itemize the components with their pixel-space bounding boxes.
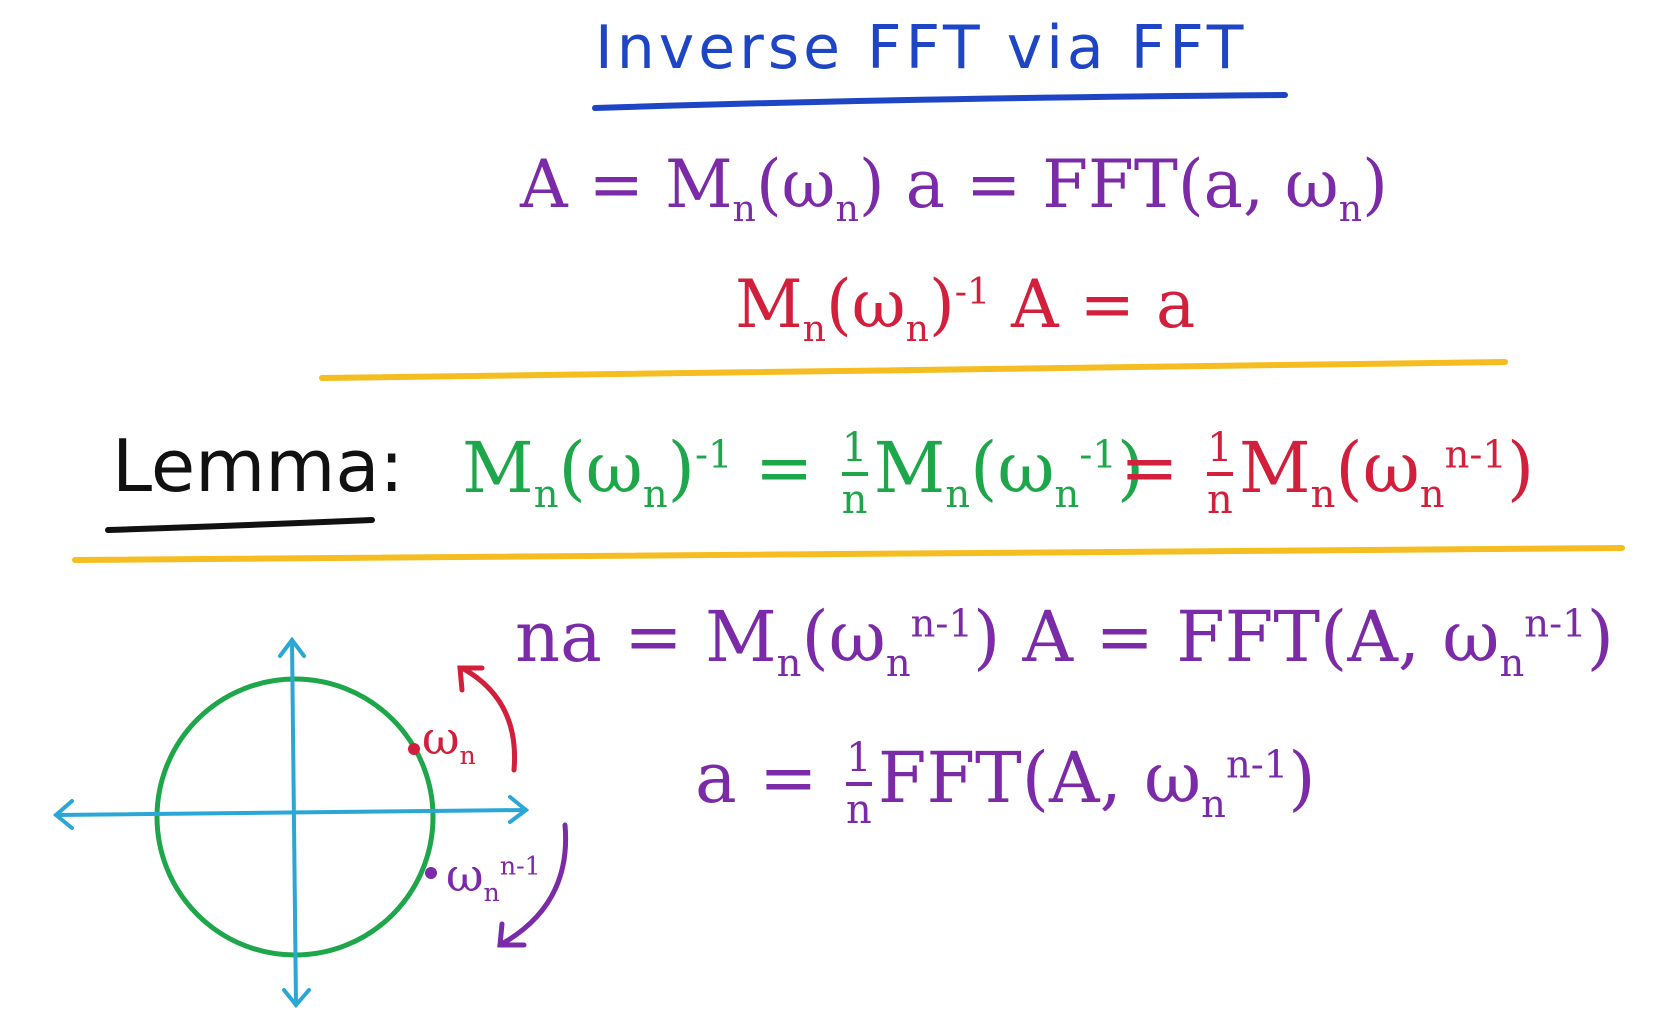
lemma-g-arg: (ω [558,427,643,509]
eq4-tail-sup: n-1 [1225,742,1289,788]
equation-na: na = Mn(ωnn-1) A = FFT(A, ωnn-1) [515,602,1614,684]
label-omega-n-power-symbol: ω [446,848,484,902]
eq4-tail-sub: n [1201,782,1226,827]
eq3-matrix-sub: n [776,641,802,686]
lemma-g-arg2-sup: -1 [1079,432,1117,478]
lemma-r-arg-sup: n-1 [1444,432,1507,478]
lemma-g-eq: = [732,427,836,509]
divider-bottom [72,545,1625,563]
eq3-tail-sup: n-1 [1524,601,1587,647]
eq1-tail-sub: n [1338,187,1363,231]
eq3-arg-sup: n-1 [910,601,973,647]
eq1-close: ) [1362,146,1388,223]
lemma-g-frac-den: n [841,477,868,523]
eq4-rest: FFT(A, ω [877,737,1202,819]
x-axis-arrow-right [508,795,530,824]
eq2-exp: -1 [954,270,991,313]
lemma-g-matrix: M [462,427,534,509]
eq2-arg: (ω [825,266,906,343]
lemma-g-arg-close: ) [667,427,695,509]
y-axis-arrow-bottom [282,988,311,1009]
y-axis [290,638,298,1007]
eq2-arg-sub: n [905,307,929,351]
eq2-arg-close: ) [928,266,955,343]
label-omega-n-power: ωnn-1 [446,852,541,905]
eq1-matrix-sub: n [732,187,756,231]
lemma-r-frac-bar [1206,472,1233,476]
label-omega-n-power-sub: n [483,878,500,908]
lemma-g-arg2: (ω [970,427,1055,509]
y-axis-arrow-top [278,636,306,658]
lemma-r-eq: = [1120,427,1201,509]
equation-fft-forward: A = Mn(ωn) a = FFT(a, ωn) [520,152,1388,227]
label-omega-n-power-sup: n-1 [499,851,541,881]
eq3-mid: ) A = FFT(A, ω [972,596,1500,678]
eq1-matrix-arg: (ω [755,146,836,223]
eq4-frac-den: n [846,787,872,833]
lemma-r-frac-num: 1 [1207,425,1233,471]
eq1-matrix: M [664,146,733,223]
eq3-arg-sub: n [885,641,911,686]
eq4-lhs: a = [695,737,840,819]
label-omega-n: ωn [422,715,476,768]
point-omega-n-minus-1 [425,867,437,879]
title-underline [592,92,1288,111]
eq3-lhs: na = M [515,596,777,678]
eq1-lhs: A [520,146,568,223]
cw-arrow-head [497,921,527,948]
lemma-g-close: ) [1116,427,1145,509]
eq4-frac-bar [845,782,872,786]
lemma-r-matrix-sub: n [1310,472,1336,517]
lemma-g-matrix2-sub: n [945,472,971,517]
lemma-g-frac-num: 1 [841,425,868,471]
eq1-equals: = [588,146,644,223]
lemma-r-frac-den: n [1207,477,1233,523]
ccw-arrow-head [457,665,485,693]
x-axis-arrow-left [52,799,74,830]
eq3-tail-sub: n [1499,641,1525,686]
eq1-tail: ) a = FFT(a, ω [858,146,1339,223]
lemma-g-matrix2: M [873,427,946,509]
eq2-matrix: M [735,266,803,343]
lemma-r-close: ) [1506,427,1535,509]
lemma-g-frac-bar [841,472,868,476]
lemma-underline [105,517,375,533]
lemma-g-exp: -1 [694,432,733,478]
label-omega-n-symbol: ω [422,711,460,765]
label-omega-n-sub: n [459,741,476,771]
divider-top [319,359,1508,381]
lemma-label: Lemma: [112,424,404,508]
eq4-close: ) [1288,737,1316,819]
cw-arrow [497,822,569,948]
lemma-r-arg: (ω [1335,427,1420,509]
lemma-r-matrix: M [1238,427,1311,509]
eq2-rest: A = a [990,266,1196,343]
lemma-g-matrix-sub: n [533,472,559,517]
point-omega-n [408,743,420,755]
x-axis [54,808,528,817]
equation-inverse: Mn(ωn)-1 A = a [735,272,1195,347]
page-title: Inverse FFT via FFT [595,13,1248,83]
eq1-matrix-arg-sub: n [835,187,859,231]
eq3-close: ) [1586,596,1614,678]
eq4-frac-num: 1 [846,735,872,781]
lemma-r-arg-sub: n [1419,472,1445,517]
lemma-g-arg2-sub: n [1054,472,1080,517]
lemma-g-arg-sub: n [642,472,668,517]
eq3-arg: (ω [801,596,886,678]
ccw-arrow [459,665,518,773]
eq2-matrix-sub: n [802,307,826,351]
